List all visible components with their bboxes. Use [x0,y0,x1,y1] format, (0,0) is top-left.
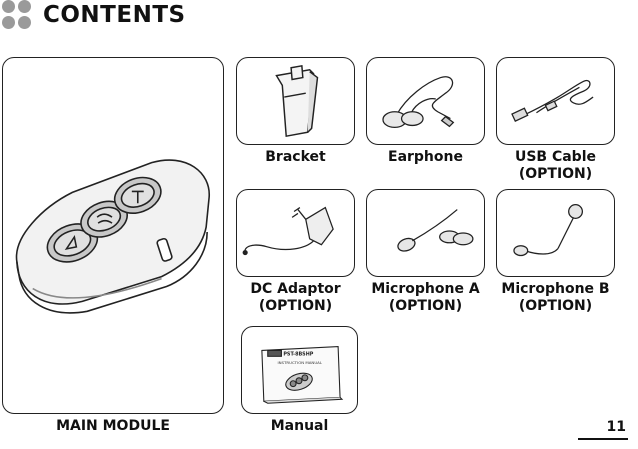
microphone-a-label: Microphone A (OPTION) [371,281,480,314]
microphone-a-box [366,189,485,277]
earphone-label: Earphone [388,149,463,165]
page-number-rule [578,438,628,440]
manual-box: PST-8BSHP INSTRUCTION MANUAL [241,326,358,414]
bracket-label: Bracket [265,149,326,165]
microphone-b-label: Microphone B (OPTION) [501,281,610,314]
manual-cover-title: PST-8BSHP [283,351,313,357]
bracket-illustration [275,64,319,138]
dc-adaptor-box [236,189,355,277]
microphone-b-box [496,189,615,277]
microphone-b-illustration [513,204,584,257]
bracket-box [236,57,355,145]
main-module-label: MAIN MODULE [56,418,170,434]
manual-illustration: PST-8BSHP INSTRUCTION MANUAL [261,345,344,404]
usb-cable-label: USB Cable (OPTION) [514,149,597,182]
microphone-a-illustration [397,209,474,252]
earphone-illustration [382,76,455,129]
main-module-box [2,57,224,414]
page-number: 11 [606,419,626,435]
dc-adaptor-label: DC Adaptor (OPTION) [250,281,341,314]
manual-label: Manual [270,418,329,434]
page-title: CONTENTS [43,2,186,28]
bullet-dots-icon [2,0,32,30]
manual-cover-heading: INSTRUCTION MANUAL [278,360,323,365]
usb-cable-illustration [511,79,594,122]
main-module-illustration [15,159,210,314]
earphone-box [366,57,485,145]
usb-cable-box [496,57,615,145]
dc-adaptor-illustration [242,206,334,256]
